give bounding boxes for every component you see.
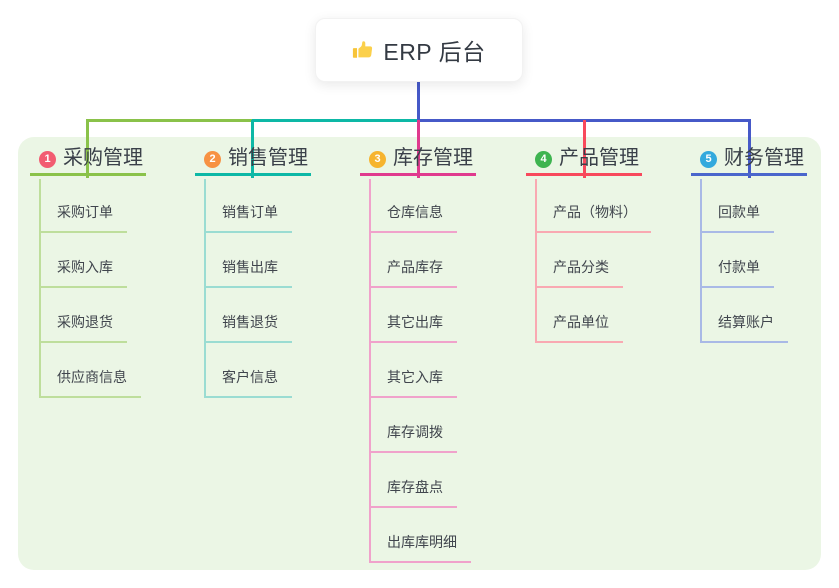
child-node[interactable]: 采购退货 xyxy=(39,312,127,343)
root-node[interactable]: ERP 后台 xyxy=(315,18,523,82)
thumbs-up-icon xyxy=(352,39,374,61)
branches-panel xyxy=(18,137,821,570)
branch-spine-line xyxy=(39,179,41,398)
branch-header[interactable]: 5 财务管理 xyxy=(691,145,807,176)
branch-title: 产品管理 xyxy=(559,147,639,169)
child-node[interactable]: 产品（物料） xyxy=(535,202,651,233)
child-node[interactable]: 采购订单 xyxy=(39,202,127,233)
connector-drop-1 xyxy=(86,120,89,178)
child-node[interactable]: 付款单 xyxy=(700,257,774,288)
branch-number-badge: 1 xyxy=(39,150,56,168)
connector-horizontal-mid xyxy=(252,119,417,122)
connector-horizontal-left xyxy=(86,119,252,122)
child-node[interactable]: 产品分类 xyxy=(535,257,623,288)
child-node[interactable]: 销售退货 xyxy=(204,312,292,343)
branch-spine-line xyxy=(204,179,206,398)
branch-title: 库存管理 xyxy=(393,147,473,169)
child-node[interactable]: 其它入库 xyxy=(369,367,457,398)
child-node[interactable]: 回款单 xyxy=(700,202,774,233)
child-node[interactable]: 销售订单 xyxy=(204,202,292,233)
branch-title: 财务管理 xyxy=(724,147,804,169)
branch-number-badge: 4 xyxy=(535,150,552,168)
connector-drop-5 xyxy=(748,120,751,178)
child-node[interactable]: 结算账户 xyxy=(700,312,788,343)
child-node[interactable]: 仓库信息 xyxy=(369,202,457,233)
branch-header[interactable]: 1 采购管理 xyxy=(30,145,146,176)
branch-header[interactable]: 3 库存管理 xyxy=(360,145,476,176)
branch-spine-line xyxy=(369,179,371,563)
branch-spine-line xyxy=(700,179,702,343)
child-node[interactable]: 产品库存 xyxy=(369,257,457,288)
child-node[interactable]: 其它出库 xyxy=(369,312,457,343)
branch-spine-line xyxy=(535,179,537,343)
connector-root-drop xyxy=(417,82,420,122)
connector-drop-4 xyxy=(583,120,586,178)
branch-number-badge: 5 xyxy=(700,150,717,168)
child-node[interactable]: 出库库明细 xyxy=(369,532,471,563)
connector-drop-3 xyxy=(417,120,420,178)
child-node[interactable]: 产品单位 xyxy=(535,312,623,343)
root-node-label: ERP 后台 xyxy=(383,39,486,65)
child-node[interactable]: 客户信息 xyxy=(204,367,292,398)
branch-title: 采购管理 xyxy=(63,147,143,169)
branch-header[interactable]: 4 产品管理 xyxy=(526,145,642,176)
branch-title: 销售管理 xyxy=(228,147,308,169)
connector-drop-2 xyxy=(251,120,254,178)
child-node[interactable]: 供应商信息 xyxy=(39,367,141,398)
child-node[interactable]: 采购入库 xyxy=(39,257,127,288)
branch-number-badge: 3 xyxy=(369,150,386,168)
branch-number-badge: 2 xyxy=(204,150,221,168)
child-node[interactable]: 库存调拨 xyxy=(369,422,457,453)
child-node[interactable]: 销售出库 xyxy=(204,257,292,288)
child-node[interactable]: 库存盘点 xyxy=(369,477,457,508)
branch-header[interactable]: 2 销售管理 xyxy=(195,145,311,176)
